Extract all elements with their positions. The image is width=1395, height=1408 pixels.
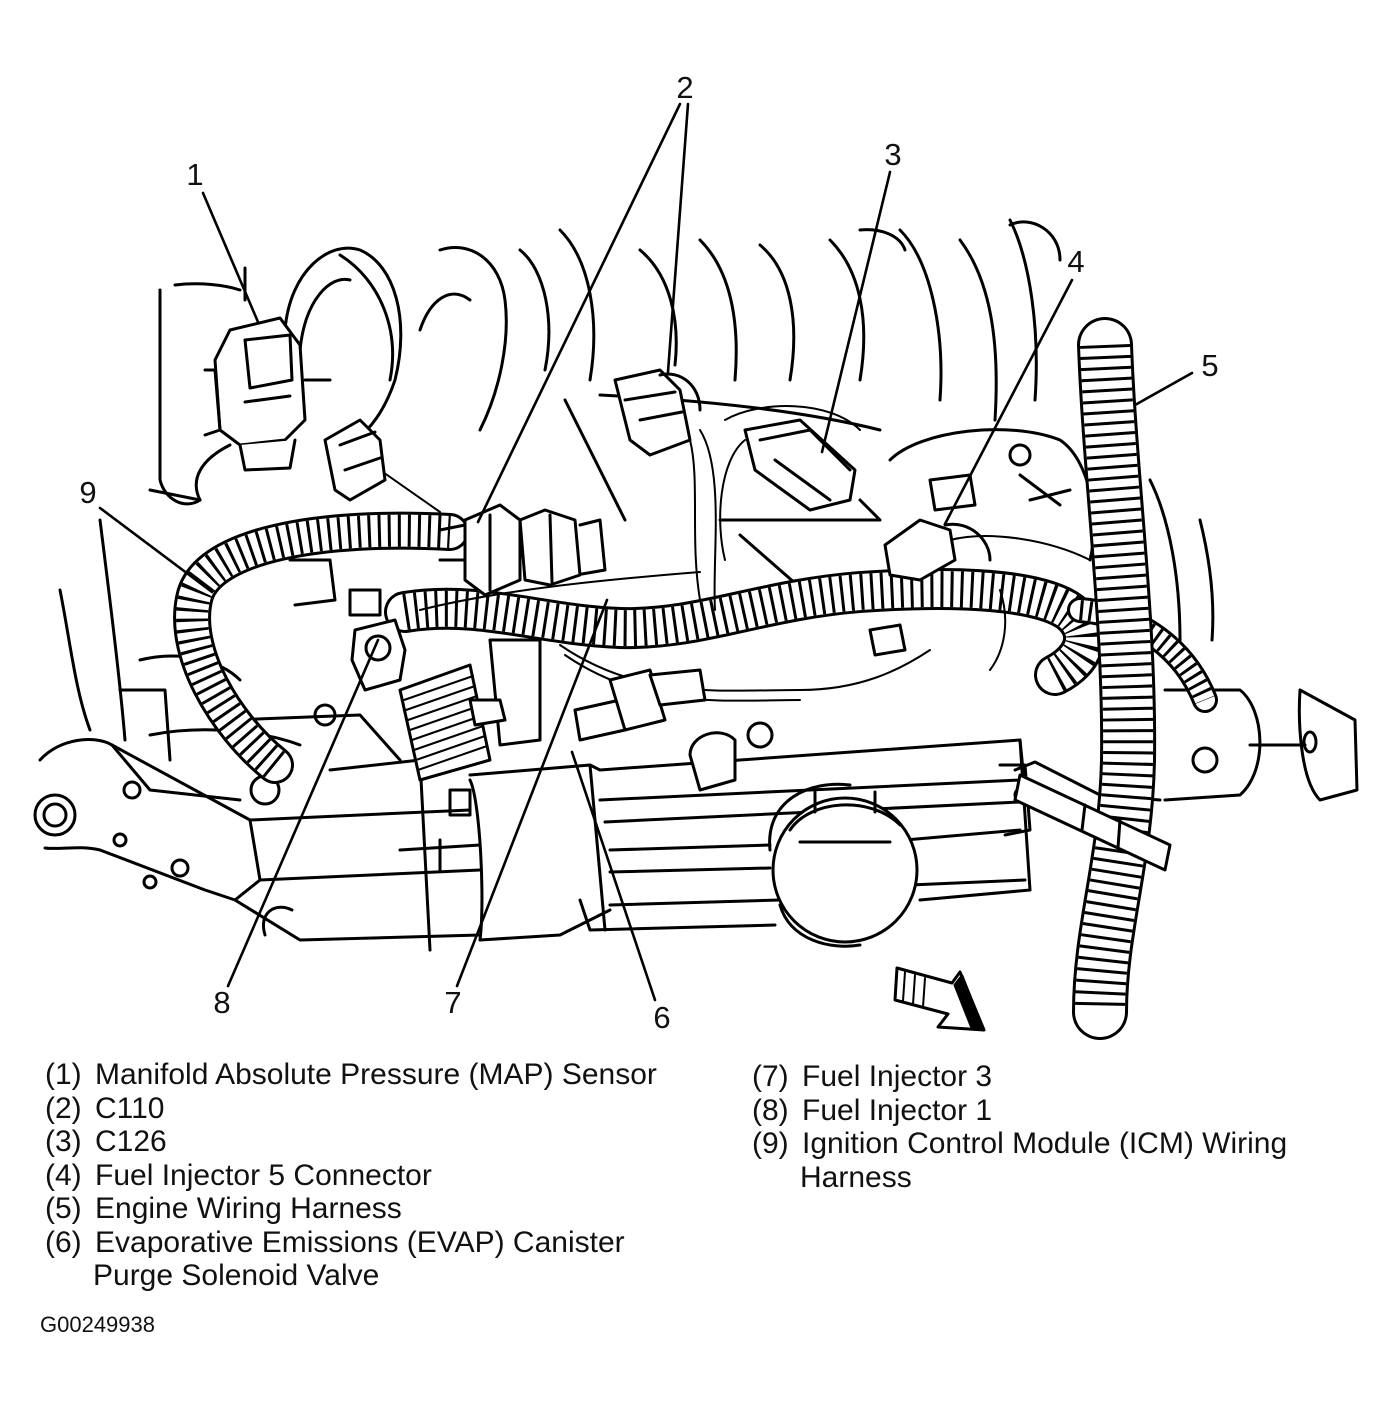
legend-label: Evaporative Emissions (EVAP) Canister: [95, 1225, 625, 1259]
map-sensor: [194, 316, 332, 502]
leader-line-4: [943, 278, 1074, 526]
legend-number: (6): [45, 1225, 82, 1259]
leader-lines: [98, 102, 1194, 1002]
legend-item-2: (2) C110: [45, 1092, 165, 1126]
fuel-rail-lower-intake: [468, 738, 1032, 942]
c110-upper-connector: [613, 368, 702, 457]
callout-7: 7: [444, 985, 462, 1020]
legend-label: Engine Wiring Harness: [95, 1192, 402, 1225]
legend-label-continued: Harness: [800, 1160, 912, 1194]
legend-item-9-continued: Harness: [752, 1161, 912, 1195]
legend-number: (1): [45, 1058, 82, 1091]
c126-connector: [743, 418, 857, 512]
legend-item-8: (8) Fuel Injector 1: [752, 1094, 992, 1128]
leader-line-1: [201, 191, 260, 324]
fuel-injector-3: [573, 668, 774, 792]
callout-1: 1: [186, 157, 204, 192]
legend-label: C110: [95, 1091, 165, 1125]
throttle-body: [768, 782, 919, 948]
fuel-injector-5-connector: [868, 473, 992, 657]
callout-3: 3: [884, 137, 902, 172]
leader-line-8: [226, 638, 380, 988]
legend-label: Fuel Injector 5 Connector: [95, 1158, 432, 1192]
legend-item-6-continued: Purge Solenoid Valve: [45, 1259, 379, 1293]
c110-lower-connector: [438, 503, 607, 597]
legend-number: (7): [752, 1060, 789, 1093]
engine-wiring-harness: [1072, 317, 1157, 1040]
leader-line-7: [455, 598, 609, 988]
legend-item-4: (4) Fuel Injector 5 Connector: [45, 1159, 432, 1193]
callout-6: 6: [653, 1000, 671, 1035]
legend-label: Fuel Injector 1: [802, 1093, 993, 1127]
legend-item-3: (3) C126: [45, 1125, 167, 1159]
leader-line-9: [98, 506, 214, 594]
legend-label: C126: [95, 1125, 167, 1158]
callout-5: 5: [1201, 348, 1219, 383]
harness-clip: [1013, 773, 1172, 872]
legend-number: (8): [752, 1093, 789, 1127]
legend-number: (2): [45, 1091, 82, 1125]
direction-arrow: [893, 966, 986, 1032]
engine-line-drawing: [33, 102, 1359, 1040]
legend-label: Manifold Absolute Pressure (MAP) Sensor: [95, 1058, 657, 1091]
callout-9: 9: [79, 475, 97, 510]
leader-line-6: [570, 750, 657, 1002]
icm-wiring-harness: [173, 511, 469, 784]
legend-label: Fuel Injector 3: [802, 1060, 993, 1093]
engine-left-outline: [58, 488, 382, 762]
leader-line-2b: [666, 102, 690, 374]
leader-line-2a: [476, 102, 682, 524]
legend-item-1: (1) Manifold Absolute Pressure (MAP) Sen…: [45, 1058, 657, 1092]
figure-id: G00249938: [40, 1312, 155, 1337]
legend-number: (5): [45, 1192, 82, 1225]
legend-number: (3): [45, 1125, 82, 1158]
legend-item-7: (7) Fuel Injector 3: [752, 1060, 992, 1094]
legend-label-continued: Purge Solenoid Valve: [93, 1259, 380, 1292]
callout-4: 4: [1067, 244, 1085, 279]
upper-left-connector: [323, 418, 387, 502]
callout-8: 8: [213, 985, 231, 1020]
leader-line-5: [1133, 371, 1194, 407]
evap-purge-solenoid: [398, 638, 542, 782]
callout-2: 2: [676, 70, 694, 105]
legend-number: (9): [752, 1127, 789, 1160]
legend-number: (4): [45, 1158, 82, 1192]
legend-item-9: (9) Ignition Control Module (ICM) Wiring: [752, 1127, 1287, 1161]
legend-item-5: (5) Engine Wiring Harness: [45, 1192, 402, 1226]
leader-line-3: [820, 170, 892, 454]
legend-item-6: (6) Evaporative Emissions (EVAP) Caniste…: [45, 1226, 625, 1260]
legend-label: Ignition Control Module (ICM) Wiring: [802, 1127, 1288, 1160]
exhaust-manifold-bracket: [33, 703, 482, 952]
